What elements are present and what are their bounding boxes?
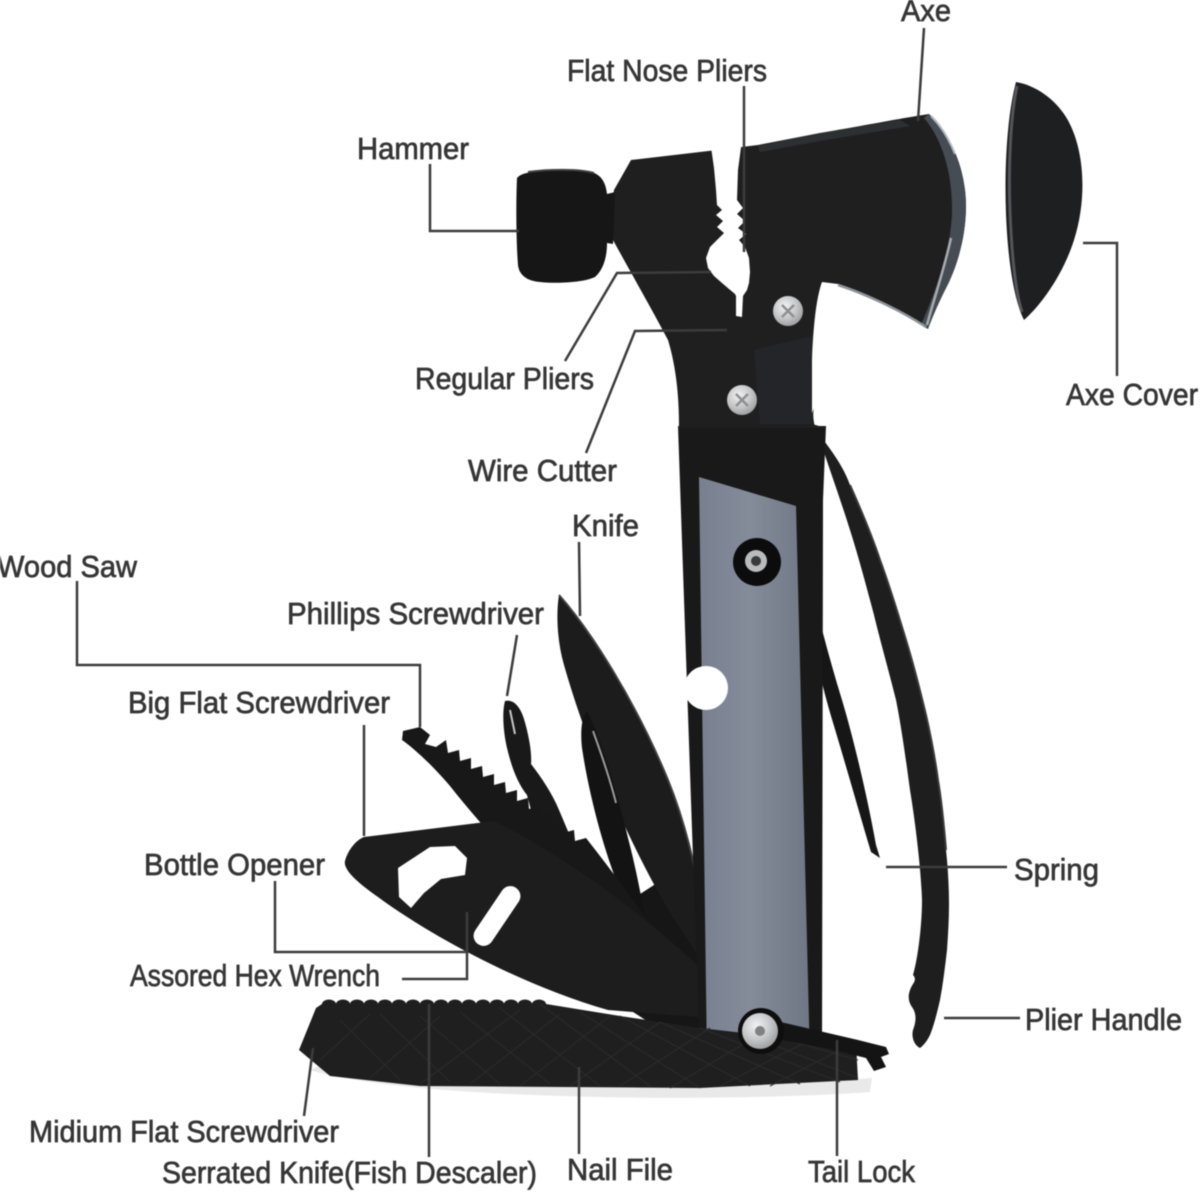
svg-text:Phillips Screwdriver: Phillips Screwdriver [287,596,544,631]
svg-text:Assored Hex Wrench: Assored Hex Wrench [130,958,380,993]
svg-text:Nail File: Nail File [567,1152,673,1187]
svg-text:Bottle Opener: Bottle Opener [144,847,325,882]
svg-text:Tail Lock: Tail Lock [808,1154,915,1189]
svg-text:Serrated Knife(Fish Descaler): Serrated Knife(Fish Descaler) [162,1155,537,1190]
svg-text:Regular Pliers: Regular Pliers [415,361,594,396]
svg-text:Axe: Axe [901,0,951,28]
svg-text:Wire Cutter: Wire Cutter [468,453,617,488]
svg-text:Wood Saw: Wood Saw [0,549,138,584]
svg-text:Big Flat Screwdriver: Big Flat Screwdriver [128,685,390,720]
svg-text:Knife: Knife [572,508,639,543]
svg-text:Flat Nose Pliers: Flat Nose Pliers [567,53,767,88]
svg-text:Axe Cover: Axe Cover [1066,377,1198,412]
svg-text:Midium Flat Screwdriver: Midium Flat Screwdriver [29,1114,339,1149]
svg-text:Plier Handle: Plier Handle [1025,1002,1182,1037]
svg-text:Spring: Spring [1014,852,1099,887]
svg-text:Hammer: Hammer [357,131,469,166]
